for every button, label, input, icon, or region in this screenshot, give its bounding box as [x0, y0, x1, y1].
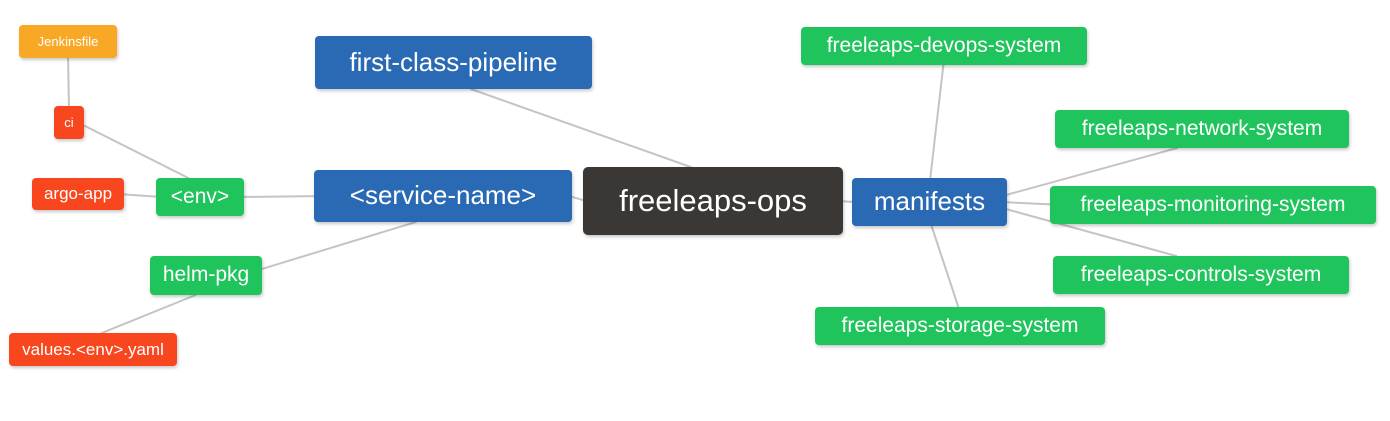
mindmap-node-env[interactable]: <env> — [156, 178, 244, 216]
mindmap-node-label: freeleaps-controls-system — [1080, 262, 1322, 286]
mindmap-edge-service-name-to-root — [571, 195, 584, 202]
mindmap-node-pipeline[interactable]: first-class-pipeline — [315, 36, 592, 89]
mindmap-node-argo-app[interactable]: argo-app — [32, 178, 124, 210]
mindmap-node-monitoring-system[interactable]: freeleaps-monitoring-system — [1050, 186, 1376, 224]
mindmap-node-manifests[interactable]: manifests — [852, 178, 1007, 226]
mindmap-node-label: freeleaps-monitoring-system — [1080, 192, 1346, 216]
mindmap-edge-manifests-to-storage-system — [930, 225, 960, 308]
mindmap-node-root[interactable]: freeleaps-ops — [583, 167, 843, 235]
mindmap-node-helm-pkg[interactable]: helm-pkg — [150, 256, 262, 295]
mindmap-node-label: <service-name> — [349, 180, 537, 211]
mindmap-edge-env-to-service-name — [243, 195, 315, 198]
mindmap-edge-ci-to-env — [83, 124, 190, 179]
mindmap-node-values-yaml[interactable]: values.<env>.yaml — [9, 333, 177, 366]
mindmap-edge-manifests-to-devops-system — [929, 64, 945, 179]
mindmap-edge-helm-pkg-to-values-yaml — [100, 294, 197, 334]
mindmap-node-storage-system[interactable]: freeleaps-storage-system — [815, 307, 1105, 345]
mindmap-node-label: freeleaps-storage-system — [841, 313, 1079, 337]
mindmap-node-controls-system[interactable]: freeleaps-controls-system — [1053, 256, 1349, 294]
mindmap-node-label: freeleaps-network-system — [1081, 116, 1323, 140]
mindmap-node-jenkinsfile[interactable]: Jenkinsfile — [19, 25, 117, 58]
mindmap-node-label: helm-pkg — [162, 263, 250, 287]
mindmap-node-label: argo-app — [43, 184, 113, 204]
mindmap-edge-pipeline-to-root — [469, 88, 692, 168]
mindmap-node-label: values.<env>.yaml — [22, 339, 164, 359]
mindmap-node-service-name[interactable]: <service-name> — [314, 170, 572, 222]
mindmap-node-label: freeleaps-ops — [619, 182, 807, 218]
mindmap-edge-service-name-to-helm-pkg — [261, 221, 417, 270]
mindmap-edge-manifests-to-monitoring-system — [1006, 201, 1051, 206]
mindmap-edge-argo-app-to-env — [123, 193, 157, 198]
mindmap-node-ci[interactable]: ci — [54, 106, 84, 139]
mindmap-node-label: freeleaps-devops-system — [826, 33, 1062, 57]
mindmap-edge-jenkinsfile-to-ci — [67, 57, 70, 107]
mindmap-node-label: first-class-pipeline — [349, 46, 558, 77]
mindmap-node-label: Jenkinsfile — [37, 33, 99, 49]
mindmap-node-label: manifests — [873, 186, 986, 217]
mindmap-node-network-system[interactable]: freeleaps-network-system — [1055, 110, 1349, 148]
mindmap-node-devops-system[interactable]: freeleaps-devops-system — [801, 27, 1087, 65]
mindmap-node-label: ci — [64, 114, 74, 130]
mindmap-edge-root-to-manifests — [842, 200, 853, 203]
mindmap-node-label: <env> — [170, 184, 230, 208]
